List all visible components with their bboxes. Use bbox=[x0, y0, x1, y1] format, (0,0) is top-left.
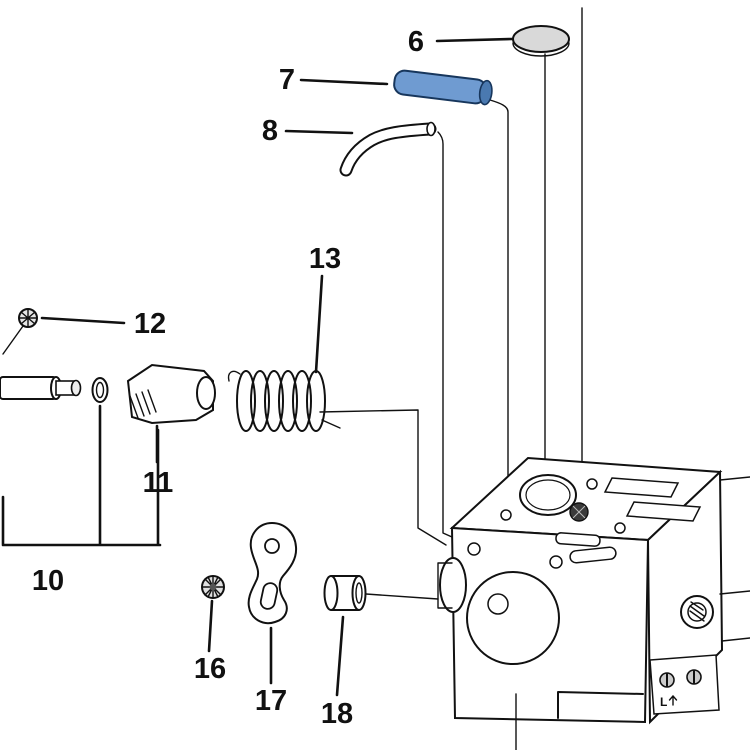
leader-line-7 bbox=[299, 78, 389, 86]
leader-line-12 bbox=[40, 316, 126, 325]
part-label-16: 16 bbox=[194, 653, 226, 685]
plunger-part bbox=[0, 376, 82, 400]
leader-line-13 bbox=[314, 274, 324, 374]
arrow-up-icon bbox=[668, 695, 678, 706]
carburetor-body: L bbox=[437, 456, 750, 750]
cap-disc-part bbox=[512, 25, 570, 57]
star-washer-part bbox=[201, 575, 225, 599]
reference-lines bbox=[319, 7, 583, 546]
part-label-10: 10 bbox=[32, 565, 64, 597]
part-label-18: 18 bbox=[321, 698, 353, 730]
small-screw-part bbox=[2, 308, 38, 355]
part-label-6: 6 bbox=[408, 26, 424, 58]
carb-top-details bbox=[500, 474, 702, 547]
metering-lever-part bbox=[126, 363, 216, 425]
part-label-7: 7 bbox=[279, 64, 295, 96]
adjust-screws-block: L bbox=[649, 654, 720, 715]
coil-spring-part bbox=[227, 370, 341, 432]
bent-tube-part bbox=[339, 121, 437, 177]
bracket-10 bbox=[1, 404, 162, 547]
part-label-17: 17 bbox=[255, 685, 287, 717]
o-ring-part bbox=[91, 377, 109, 403]
leader-line-8 bbox=[284, 129, 354, 135]
bushing-part bbox=[323, 575, 439, 611]
fuel-sleeve-part bbox=[393, 69, 493, 106]
part-label-8: 8 bbox=[262, 115, 278, 147]
cam-lever-part bbox=[247, 521, 298, 625]
part-label-13: 13 bbox=[309, 243, 341, 275]
leader-line-16 bbox=[207, 599, 214, 653]
part-label-12: 12 bbox=[134, 308, 166, 340]
leader-line-18 bbox=[335, 615, 345, 697]
carb-right-details bbox=[680, 476, 750, 642]
carb-front-details bbox=[437, 542, 644, 719]
leader-line-6 bbox=[435, 37, 514, 43]
adjust-screw-marking: L bbox=[660, 695, 667, 709]
